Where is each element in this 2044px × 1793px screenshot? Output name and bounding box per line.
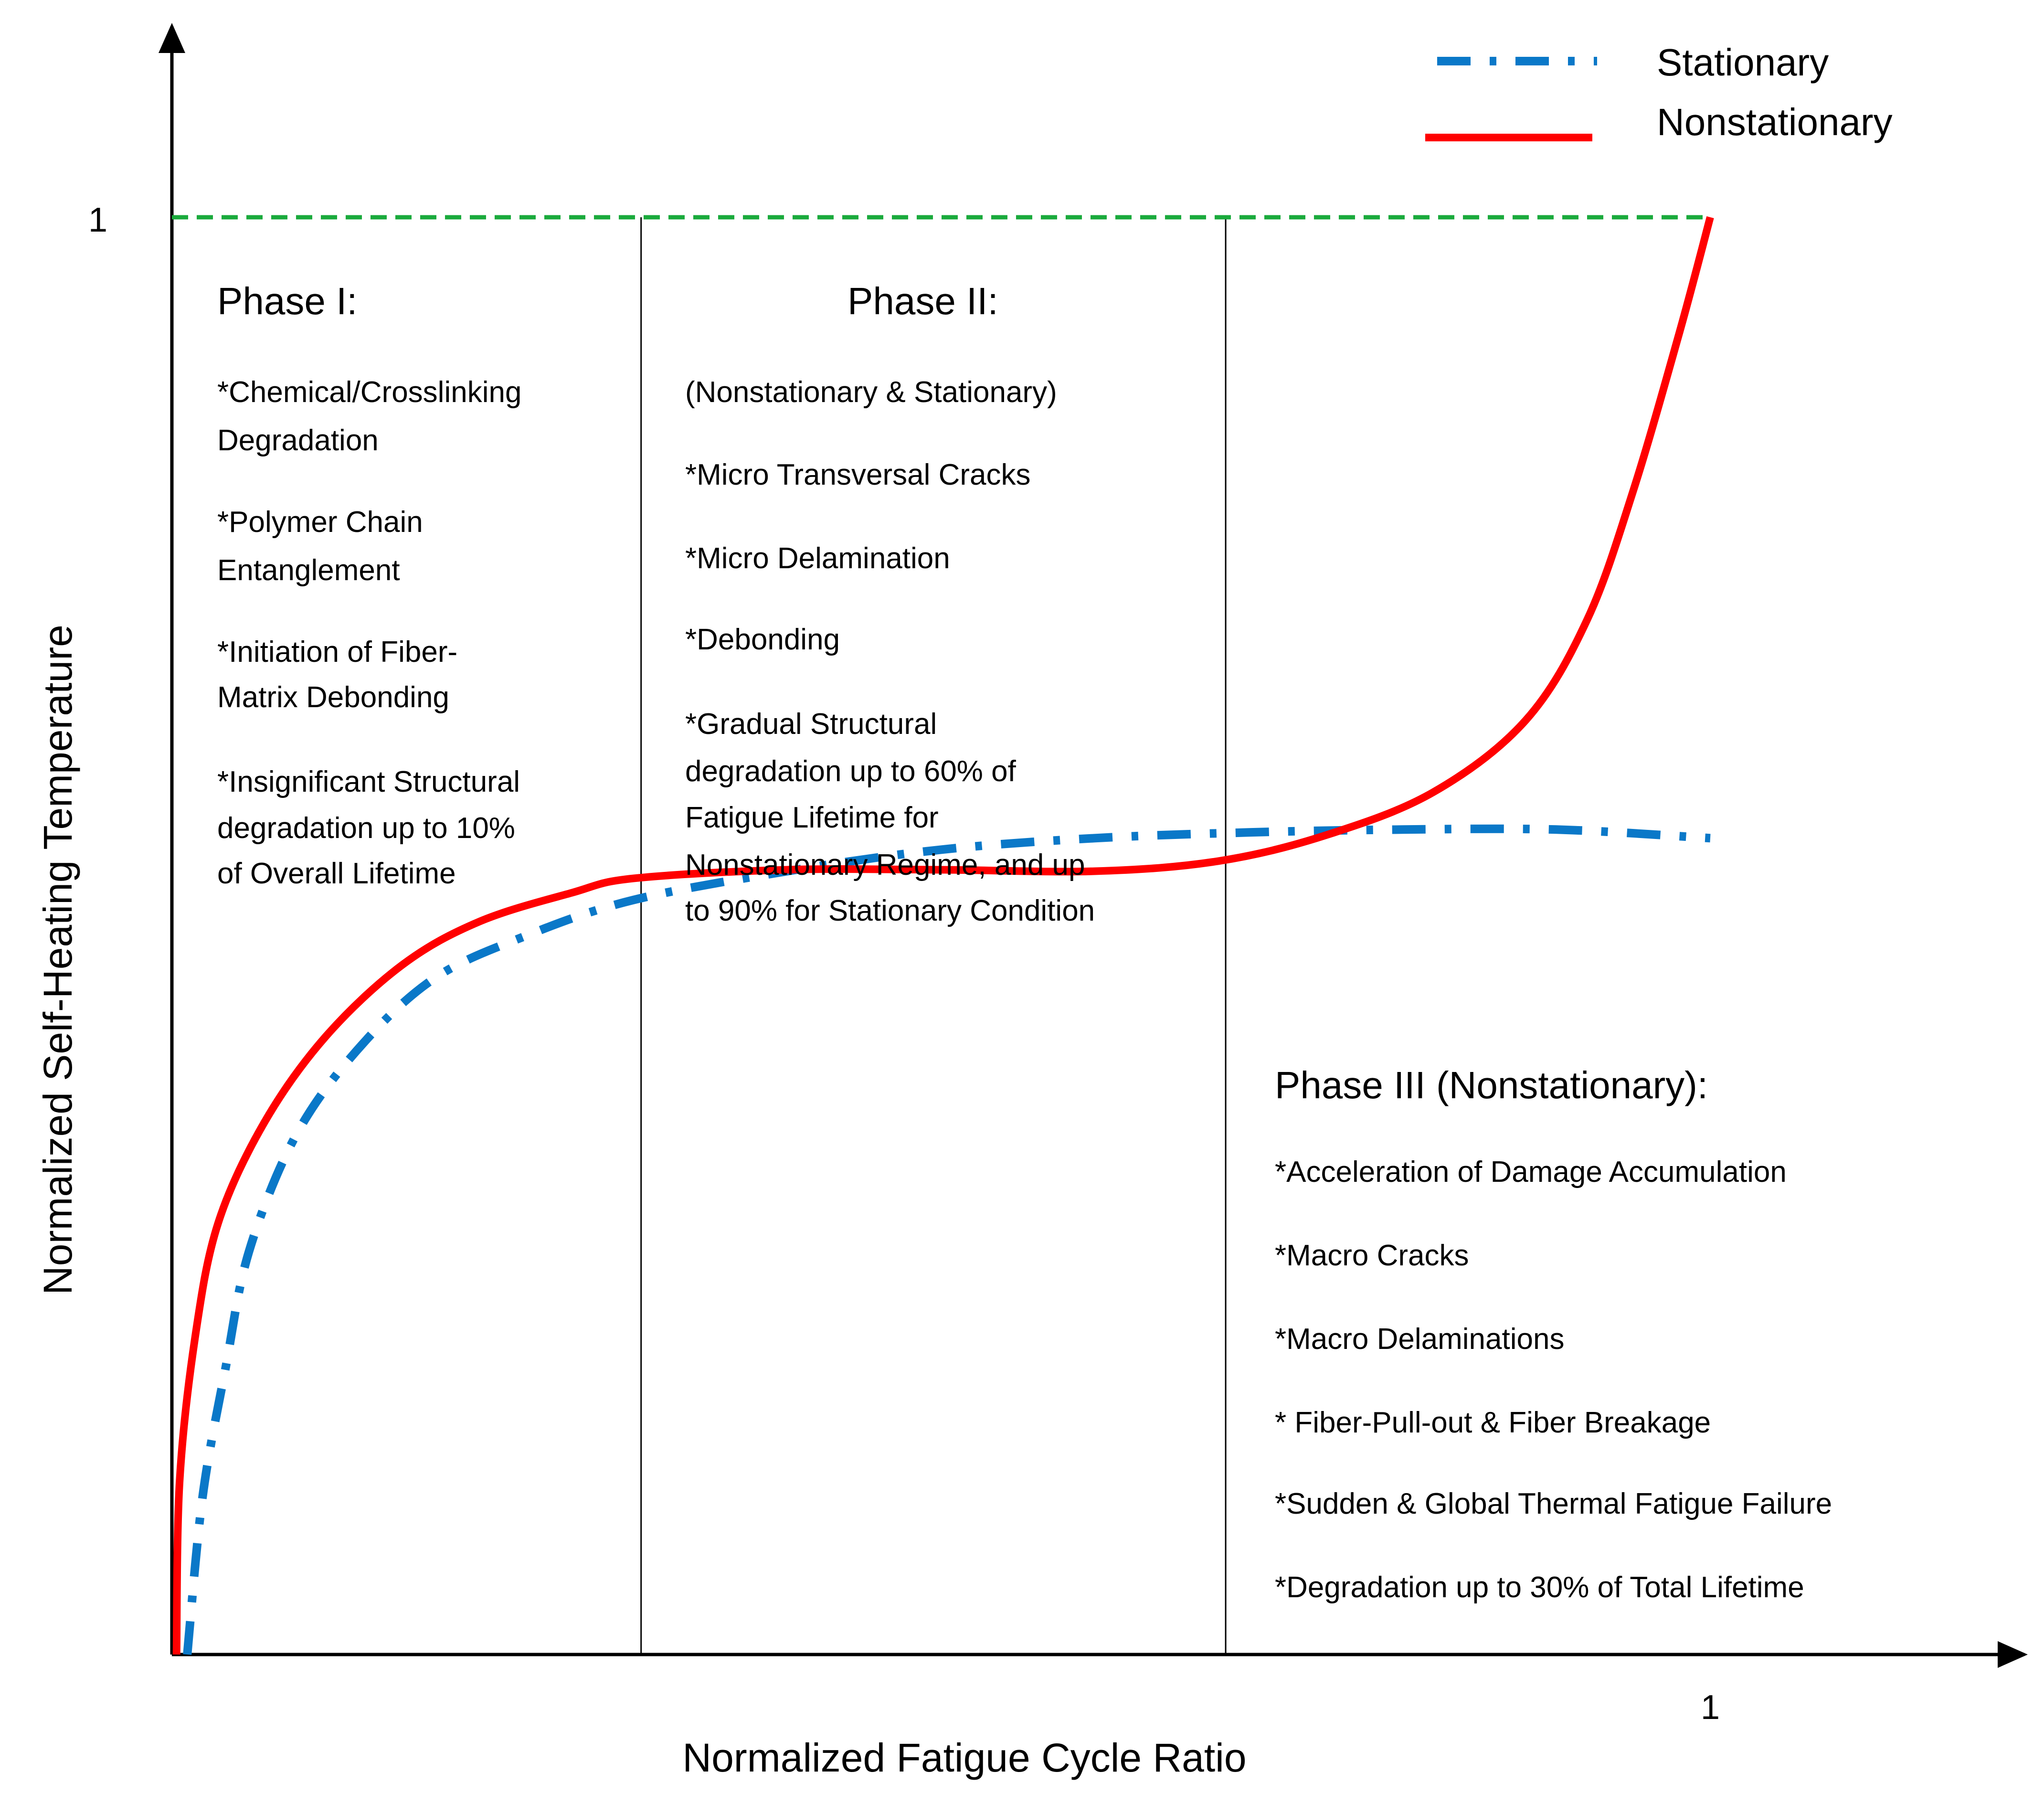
phase-2-item: to 90% for Stationary Condition bbox=[685, 894, 1095, 927]
phase-1-item: *Polymer Chain bbox=[217, 506, 423, 539]
phase-dividers bbox=[640, 217, 1227, 1655]
phase-1-title: Phase I: bbox=[217, 280, 358, 322]
phase-2-item: *Micro Transversal Cracks bbox=[685, 458, 1030, 491]
x-tick-label-1: 1 bbox=[1701, 1688, 1720, 1727]
phase-2-item: Fatigue Lifetime for bbox=[685, 801, 939, 834]
y-tick-label-1: 1 bbox=[88, 201, 107, 239]
phase-3-item: *Degradation up to 30% of Total Lifetime bbox=[1275, 1571, 1804, 1604]
phase-2-item: *Micro Delamination bbox=[685, 542, 950, 575]
phase-3-item: * Fiber-Pull-out & Fiber Breakage bbox=[1275, 1406, 1711, 1439]
phase-3-title: Phase III (Nonstationary): bbox=[1275, 1064, 1708, 1106]
phase-3-annotation: Phase III (Nonstationary): *Acceleration… bbox=[1275, 1064, 1832, 1604]
phase-1-item: Matrix Debonding bbox=[217, 681, 449, 714]
legend: Stationary Nonstationary bbox=[1425, 41, 1893, 143]
phase-2-item: (Nonstationary & Stationary) bbox=[685, 376, 1057, 409]
phase-2-item: *Debonding bbox=[685, 623, 840, 656]
phase-1-item: degradation up to 10% bbox=[217, 812, 515, 845]
phase-1-annotation: Phase I: *Chemical/Crosslinking Degradat… bbox=[217, 280, 521, 890]
phase-3-item: *Acceleration of Damage Accumulation bbox=[1275, 1156, 1787, 1188]
phase-1-item: of Overall Lifetime bbox=[217, 857, 456, 890]
phase-1-item: Entanglement bbox=[217, 554, 400, 587]
y-axis-title: Normalized Self-Heating Temperature bbox=[35, 625, 80, 1295]
phase-2-item: degradation up to 60% of bbox=[685, 755, 1017, 788]
phase-3-item: *Macro Cracks bbox=[1275, 1239, 1469, 1272]
series-line-nonstationary bbox=[172, 216, 1714, 1655]
phase-1-item: *Insignificant Structural bbox=[217, 765, 520, 798]
phase-2-title: Phase II: bbox=[847, 280, 998, 322]
phase-1-item: Degradation bbox=[217, 424, 379, 457]
phase-3-item: *Sudden & Global Thermal Fatigue Failure bbox=[1275, 1487, 1832, 1520]
x-axis-title: Normalized Fatigue Cycle Ratio bbox=[682, 1735, 1246, 1780]
phase-3-item: *Macro Delaminations bbox=[1275, 1323, 1564, 1356]
phase-1-item: *Chemical/Crosslinking bbox=[217, 376, 521, 409]
phase-1-item: *Initiation of Fiber- bbox=[217, 636, 457, 668]
legend-label-stationary: Stationary bbox=[1657, 41, 1829, 84]
phase-2-item: Nonstationary Regime, and up bbox=[685, 849, 1085, 881]
phase-2-item: *Gradual Structural bbox=[685, 708, 937, 741]
series-layer bbox=[172, 216, 1714, 1655]
legend-label-nonstationary: Nonstationary bbox=[1657, 101, 1893, 143]
phase-2-annotation: Phase II: (Nonstationary & Stationary) *… bbox=[685, 280, 1095, 927]
